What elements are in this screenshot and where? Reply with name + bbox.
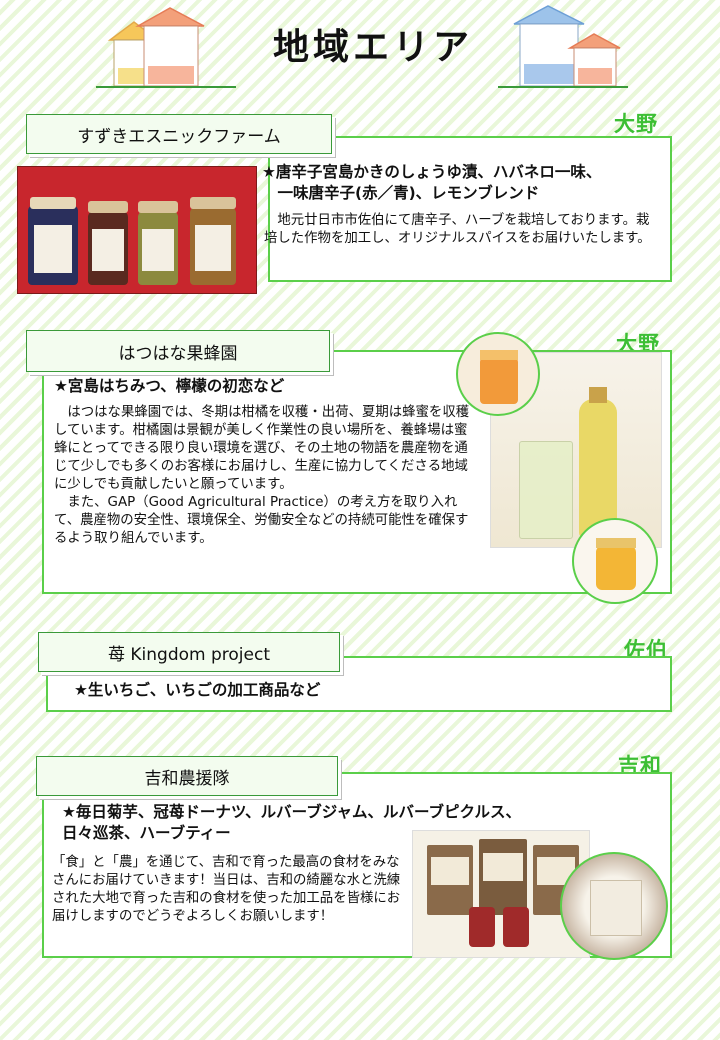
section-body: 地元廿日市市佐伯にて唐辛子、ハーブを栽培しております。栽培した作物を加工し、オリ… <box>264 213 651 246</box>
houses-left-illustration <box>96 7 236 88</box>
houses-right-illustration <box>498 5 628 88</box>
section-headline: ★毎日菊芋、冠苺ドーナツ、ルバーブジャム、ルバーブピクルス、 日々巡茶、ハーブテ… <box>62 803 522 842</box>
product-photo-spices <box>17 166 257 294</box>
page-title: 地域エリア <box>272 27 473 68</box>
product-photo-honey-bottle <box>572 518 658 604</box>
section-label-hatsuhana: はつはな果蜂園 <box>26 330 330 372</box>
region-tag: 大野 <box>614 112 658 136</box>
product-photo-hibi-tea <box>560 852 668 960</box>
section-label-suzuki: すずきエスニックファーム <box>26 114 332 154</box>
section-label-kingdom: 苺 Kingdom project <box>38 632 340 672</box>
section-label-yoshiwa: 吉和農援隊 <box>36 756 338 796</box>
section-headline: ★宮島はちみつ、檸檬の初恋など <box>54 377 285 395</box>
section-body: はつはな果蜂園では、冬期は柑橘を収穫・出荷、夏期は蜂蜜を収穫しています。柑橘園は… <box>54 405 470 546</box>
section-card-suzuki <box>268 136 672 282</box>
section-headline: ★唐辛子宮島かきのしょうゆ漬、ハバネロ一味、 一味唐辛子(赤／青)、レモンブレン… <box>262 163 602 202</box>
section-headline: ★生いちご、いちごの加工商品など <box>74 681 321 699</box>
section-body: 「食」と「農」を通じて、吉和で育った最高の食材をみなさんにお届けていきます！当日… <box>52 855 401 924</box>
product-photo-honey-jar <box>456 332 540 416</box>
